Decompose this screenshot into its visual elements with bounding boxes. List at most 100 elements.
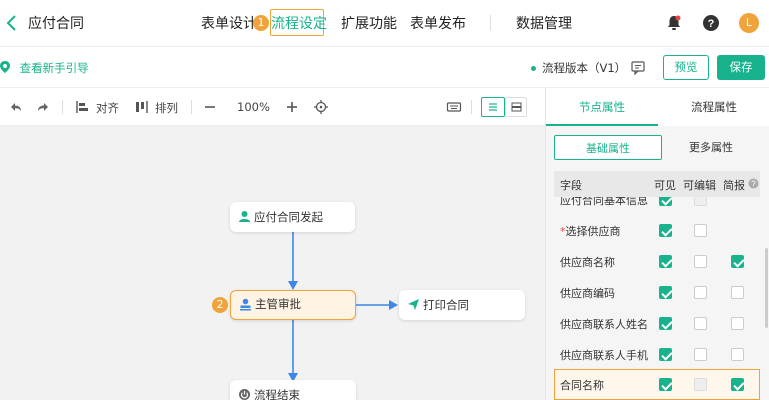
align-label[interactable]: 对齐 (96, 101, 119, 115)
zoom-level: 100% (237, 100, 270, 114)
segment-basic-properties[interactable]: 基础属性 (554, 135, 662, 160)
brief-checkbox[interactable] (731, 378, 744, 391)
send-icon (408, 299, 419, 310)
user-avatar[interactable]: L (739, 13, 759, 33)
tab-process-properties[interactable]: 流程属性 (658, 88, 769, 126)
segment-more-properties[interactable]: 更多属性 (689, 141, 733, 154)
zoom-in-icon[interactable] (284, 99, 300, 115)
notification-bell-icon[interactable] (665, 14, 683, 32)
field-name: 供应商编码 (560, 287, 615, 300)
guide-link[interactable]: 查看新手引导 (0, 60, 89, 76)
divider (490, 15, 491, 31)
node-label: 打印合同 (423, 298, 469, 312)
guide-label: 查看新手引导 (19, 61, 89, 75)
redo-icon[interactable] (35, 99, 51, 115)
active-tab-highlight (270, 9, 324, 36)
step-badge-1: 1 (253, 15, 269, 31)
version-status-dot (531, 66, 536, 71)
visible-checkbox[interactable] (659, 286, 672, 299)
step-badge-2: 2 (212, 297, 228, 313)
required-mark: * (560, 225, 566, 238)
user-icon (239, 211, 250, 222)
process-version[interactable]: 流程版本（V1） (542, 61, 627, 75)
properties-panel: 节点属性 流程属性 基础属性 更多属性 字段 可见 可编辑 简报 ? 应付合同基… (545, 88, 769, 400)
brief-checkbox[interactable] (731, 255, 744, 268)
tab-extensions[interactable]: 扩展功能 (341, 16, 397, 32)
keyboard-icon[interactable] (446, 99, 462, 115)
fit-center-icon[interactable] (313, 99, 329, 115)
tab-form-publish[interactable]: 表单发布 (410, 16, 466, 32)
divider (62, 100, 63, 114)
flow-node-end[interactable]: 流程结束 (230, 380, 356, 400)
flow-node-print[interactable]: 打印合同 (399, 290, 525, 320)
visible-checkbox[interactable] (659, 348, 672, 361)
divider (191, 100, 192, 114)
svg-text:?: ? (751, 180, 756, 189)
back-arrow-icon[interactable] (4, 12, 20, 34)
tab-data-management[interactable]: 数据管理 (516, 16, 572, 32)
node-label: 主管审批 (255, 297, 301, 311)
editable-checkbox[interactable] (694, 255, 707, 268)
divider (471, 100, 472, 114)
card-view-toggle[interactable] (505, 97, 527, 117)
power-icon (239, 389, 250, 400)
col-brief: 简报 (723, 179, 745, 192)
visible-checkbox[interactable] (659, 255, 672, 268)
field-name: *选择供应商 (560, 225, 621, 238)
comment-icon[interactable] (631, 61, 645, 75)
col-field: 字段 (560, 179, 582, 192)
save-button[interactable]: 保存 (717, 55, 765, 80)
flow-node-start[interactable]: 应付合同发起 (230, 202, 355, 232)
field-table-header: 字段 可见 可编辑 简报 ? (554, 171, 760, 197)
flow-canvas[interactable]: 应付合同发起 2 主管审批 打印合同 流程结束 (0, 126, 545, 400)
tab-process-settings[interactable]: 流程设定 (271, 16, 327, 32)
brief-checkbox[interactable] (731, 317, 744, 330)
visible-checkbox[interactable] (659, 197, 672, 206)
arrange-icon[interactable] (134, 99, 150, 115)
field-name: 合同名称 (560, 379, 604, 392)
align-icon[interactable] (75, 99, 91, 115)
location-pin-icon (0, 61, 10, 73)
editable-checkbox[interactable] (694, 224, 707, 237)
node-label: 流程结束 (254, 388, 300, 400)
app-title: 应付合同 (28, 16, 84, 32)
editable-checkbox[interactable] (694, 317, 707, 330)
tab-node-properties[interactable]: 节点属性 (546, 88, 658, 126)
svg-text:?: ? (708, 18, 715, 30)
col-visible: 可见 (654, 179, 676, 192)
table-row: 应付合同基本信息 (554, 197, 760, 215)
approver-icon (240, 298, 251, 311)
visible-checkbox[interactable] (659, 224, 672, 237)
panel-scrollbar[interactable] (765, 248, 768, 328)
visible-checkbox[interactable] (659, 317, 672, 330)
field-name: 供应商联系人手机 (560, 349, 648, 362)
editable-checkbox[interactable] (694, 378, 707, 391)
info-icon[interactable]: ? (748, 178, 759, 189)
field-name: 供应商名称 (560, 256, 615, 269)
preview-button[interactable]: 预览 (663, 55, 709, 80)
list-view-toggle[interactable] (481, 97, 505, 117)
editable-checkbox[interactable] (694, 348, 707, 361)
table-row: 供应商联系人手机 (554, 339, 760, 370)
visible-checkbox[interactable] (659, 378, 672, 391)
col-editable: 可编辑 (683, 179, 716, 192)
zoom-out-icon[interactable] (202, 99, 218, 115)
help-icon[interactable]: ? (702, 14, 720, 32)
editable-checkbox[interactable] (694, 286, 707, 299)
sub-toolbar: 查看新手引导 流程版本（V1） 预览 保存 (0, 46, 769, 88)
field-table-body: 应付合同基本信息 *选择供应商 供应商名称 供应商编码 供应商联系人姓名 (554, 197, 760, 400)
flow-connectors (288, 232, 398, 382)
editable-checkbox[interactable] (694, 197, 707, 206)
node-label: 应付合同发起 (254, 210, 323, 224)
undo-icon[interactable] (8, 99, 24, 115)
canvas-toolbar: 对齐 排列 100% (0, 88, 545, 126)
table-row: 供应商联系人姓名 (554, 308, 760, 339)
tab-form-design[interactable]: 表单设计 (201, 16, 257, 32)
card-icon (511, 102, 522, 112)
table-row: 供应商名称 (554, 246, 760, 277)
brief-checkbox[interactable] (731, 348, 744, 361)
brief-checkbox[interactable] (731, 286, 744, 299)
flow-node-approval[interactable]: 主管审批 (230, 290, 356, 320)
table-row: 供应商编码 (554, 277, 760, 308)
arrange-label[interactable]: 排列 (155, 101, 178, 115)
